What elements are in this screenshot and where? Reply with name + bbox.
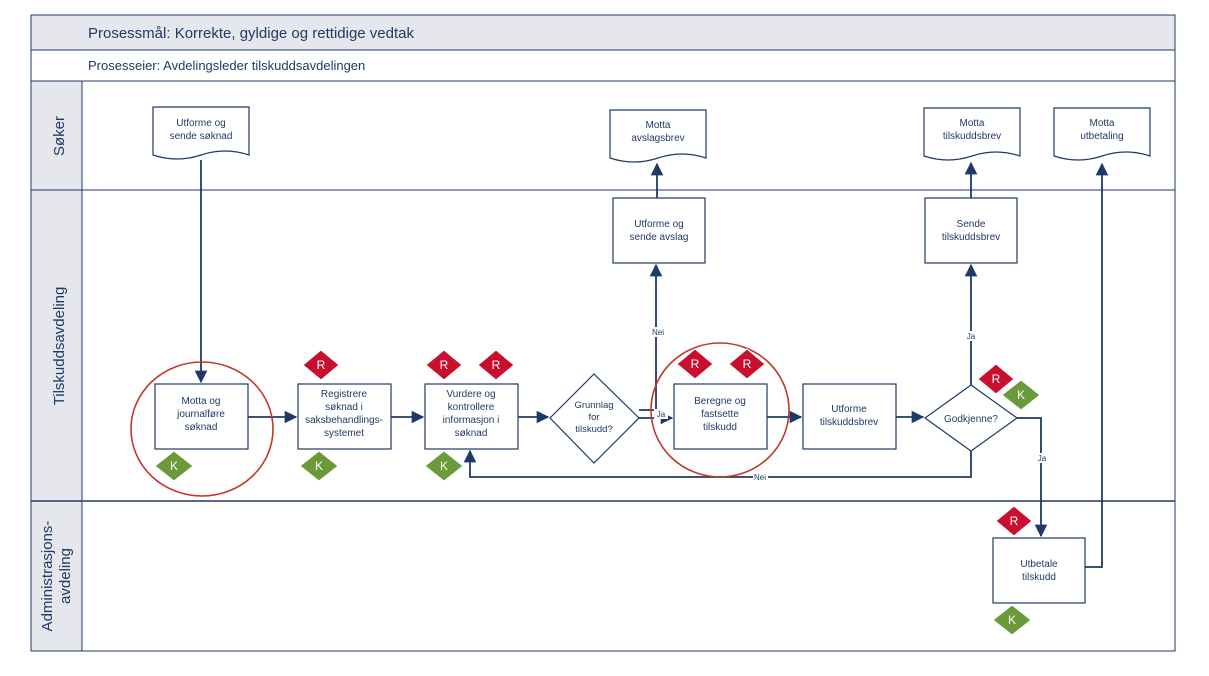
svg-text:Sende: Sende <box>957 219 986 230</box>
svg-text:K: K <box>1017 388 1025 402</box>
doc-motta-avslagsbrev: Motta avslagsbrev <box>609 109 707 163</box>
process-goal-band <box>30 14 1176 51</box>
highlight-circle-beregne <box>650 342 790 478</box>
svg-text:informasjon i: informasjon i <box>443 415 500 426</box>
svg-text:R: R <box>1010 514 1019 528</box>
process-owner-band <box>30 49 1176 82</box>
lane-label-column <box>30 80 83 652</box>
svg-text:saksbehandlings-: saksbehandlings- <box>305 415 383 426</box>
svg-text:Grunnlag: Grunnlag <box>574 400 613 411</box>
label-nei-up: Nei <box>652 328 664 337</box>
svg-text:Motta og: Motta og <box>182 396 221 407</box>
task-utbetale-tilskudd: Utbetale tilskudd <box>992 537 1086 604</box>
task-vurdere-kontrollere: Vurdere og kontrollere informasjon i søk… <box>424 383 519 450</box>
svg-text:tilskuddsbrev: tilskuddsbrev <box>820 417 878 428</box>
svg-text:Vurdere og: Vurdere og <box>446 389 495 400</box>
lane-tilskudd-label: Tilskuddsavdeling <box>51 287 68 406</box>
svg-text:Utforme: Utforme <box>831 404 867 415</box>
svg-text:R: R <box>743 357 752 371</box>
lane-admin-label-2: avdeling <box>57 548 74 604</box>
task-registrere-soknad: Registrere søknad i saksbehandlings- sys… <box>297 383 392 450</box>
svg-text:Motta: Motta <box>645 120 670 131</box>
svg-text:K: K <box>315 459 323 473</box>
svg-text:kontrollere: kontrollere <box>448 402 495 413</box>
svg-text:tilskudd: tilskudd <box>703 422 737 433</box>
lane-soker-label: Søker <box>51 116 68 156</box>
svg-text:systemet: systemet <box>324 428 364 439</box>
svg-text:Godkjenne?: Godkjenne? <box>944 414 998 425</box>
svg-text:sende avslag: sende avslag <box>630 232 689 243</box>
svg-text:Utforme og: Utforme og <box>176 118 225 129</box>
svg-text:utbetaling: utbetaling <box>1080 131 1123 142</box>
svg-text:R: R <box>317 358 326 372</box>
task-beregne-fastsette: Beregne og fastsette tilskudd <box>673 383 768 450</box>
risk-marker: R <box>477 349 515 381</box>
control-marker: K <box>154 450 194 482</box>
task-motta-journalfore: Motta og journalføre søknad <box>154 383 249 450</box>
svg-text:søknad i: søknad i <box>325 402 363 413</box>
control-marker: K <box>299 450 339 482</box>
svg-text:K: K <box>440 459 448 473</box>
svg-text:Utbetale: Utbetale <box>1020 559 1058 570</box>
svg-text:for: for <box>588 412 599 423</box>
svg-text:tilskudd: tilskudd <box>1022 572 1056 583</box>
risk-marker: R <box>977 363 1015 395</box>
label-ja-up: Ja <box>967 332 976 341</box>
label-nei-back: Nei <box>754 473 766 482</box>
risk-marker: R <box>995 505 1033 537</box>
svg-text:Motta: Motta <box>959 118 984 129</box>
control-marker: K <box>1001 379 1041 411</box>
risk-marker: R <box>728 348 766 380</box>
flow-utbetale-to-doc <box>1085 162 1109 568</box>
lane-admin-label: Administrasjons- <box>39 521 56 632</box>
task-sende-tilskuddsbrev: Sende tilskuddsbrev <box>924 197 1018 264</box>
svg-text:R: R <box>492 358 501 372</box>
svg-text:R: R <box>992 372 1001 386</box>
risk-marker: R <box>676 348 714 380</box>
svg-text:søknad: søknad <box>455 428 488 439</box>
doc-utforme-sende-soknad: Utforme og sende søknad <box>152 106 250 160</box>
svg-text:K: K <box>1008 613 1016 627</box>
svg-text:fastsette: fastsette <box>701 409 739 420</box>
svg-text:tilskuddsbrev: tilskuddsbrev <box>943 131 1001 142</box>
decision-grunnlag: Grunnlag for tilskudd? <box>549 373 640 464</box>
control-marker: K <box>424 450 464 482</box>
svg-text:R: R <box>440 358 449 372</box>
svg-text:avslagsbrev: avslagsbrev <box>631 133 684 144</box>
label-ja-down: Ja <box>1038 454 1047 463</box>
svg-text:Registrere: Registrere <box>321 389 368 400</box>
process-owner-text: Prosesseier: Avdelingsleder tilskuddsavd… <box>88 58 365 73</box>
doc-motta-tilskuddsbrev: Motta tilskuddsbrev <box>923 107 1021 161</box>
control-marker: K <box>992 604 1032 636</box>
label-ja-right: Ja <box>657 410 666 419</box>
svg-text:tilskudd?: tilskudd? <box>575 424 613 435</box>
doc-motta-utbetaling: Motta utbetaling <box>1053 107 1151 161</box>
task-utforme-sende-avslag: Utforme og sende avslag <box>612 197 706 264</box>
svg-text:sende søknad: sende søknad <box>170 131 233 142</box>
svg-text:K: K <box>170 459 178 473</box>
svg-text:søknad: søknad <box>185 422 218 433</box>
highlight-circle-motta <box>130 361 274 497</box>
flow-godkjenne-ja-down <box>1017 417 1048 538</box>
task-utforme-tilskuddsbrev: Utforme tilskuddsbrev <box>802 383 897 450</box>
svg-text:R: R <box>691 357 700 371</box>
risk-marker: R <box>425 349 463 381</box>
svg-text:Utforme og: Utforme og <box>634 219 683 230</box>
svg-text:journalføre: journalføre <box>176 409 225 420</box>
process-goal-text: Prosessmål: Korrekte, gyldige og rettidi… <box>88 25 414 42</box>
svg-text:Beregne og: Beregne og <box>694 396 746 407</box>
svg-text:tilskuddsbrev: tilskuddsbrev <box>942 232 1000 243</box>
risk-marker: R <box>302 349 340 381</box>
svg-text:Motta: Motta <box>1089 118 1114 129</box>
